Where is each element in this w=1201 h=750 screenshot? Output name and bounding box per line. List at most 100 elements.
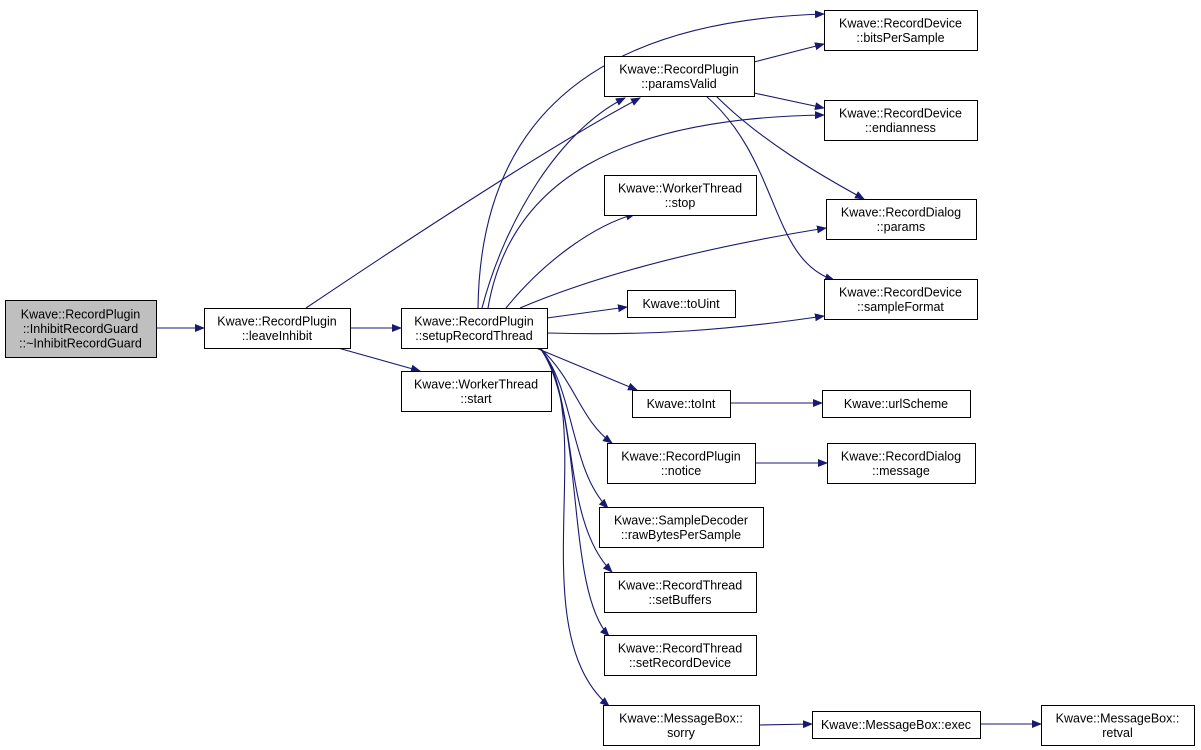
- edge-leaveInhibit-to-wtStart: [337, 347, 421, 373]
- node-label-line: retval: [1102, 726, 1133, 740]
- node-box: [604, 56, 755, 97]
- edge-setupRecord-to-setRecDev: [539, 347, 610, 637]
- node-box: [607, 443, 756, 484]
- node-box: [401, 371, 552, 412]
- node-label-line: Kwave::RecordDevice: [839, 285, 962, 299]
- node-label-line: ::~InhibitRecordGuard: [19, 337, 142, 351]
- edge-setupRecord-to-sorry: [539, 347, 610, 707]
- node-exec[interactable]: Kwave::MessageBox::exec: [812, 711, 981, 739]
- node-label-line: Kwave::RecordThread: [618, 578, 742, 592]
- node-label-line: ::paramsValid: [641, 77, 717, 91]
- edge-setupRecord-to-notice: [539, 347, 613, 444]
- node-box: [604, 572, 757, 613]
- node-rawBytes[interactable]: Kwave::SampleDecoder::rawBytesPerSample: [599, 507, 764, 548]
- node-params[interactable]: Kwave::RecordDialog::params: [826, 199, 977, 240]
- node-box: [603, 705, 760, 746]
- node-wtStop[interactable]: Kwave::WorkerThread::stop: [604, 175, 757, 216]
- edge-setupRecord-to-endianness: [487, 111, 825, 309]
- node-sorry[interactable]: Kwave::MessageBox::sorry: [603, 705, 760, 746]
- node-box: [5, 300, 157, 358]
- node-label-line: Kwave::SampleDecoder: [614, 513, 748, 527]
- edge-setupRecord-to-bitsPerSample: [477, 10, 825, 309]
- node-label-line: Kwave::RecordThread: [618, 641, 742, 655]
- node-notice[interactable]: Kwave::RecordPlugin::notice: [607, 443, 756, 484]
- node-box: [604, 175, 757, 216]
- node-wtStart[interactable]: Kwave::WorkerThread::start: [401, 371, 552, 412]
- edge-sorry-to-exec: [758, 720, 813, 729]
- node-label-line: Kwave::MessageBox::exec: [821, 718, 971, 732]
- node-label-line: ::setupRecordThread: [415, 329, 532, 343]
- node-label-line: ::stop: [665, 196, 696, 210]
- node-label-line: ::endianness: [865, 121, 936, 135]
- node-label-line: Kwave::RecordPlugin: [621, 449, 741, 463]
- node-label-line: Kwave::toUint: [642, 297, 720, 311]
- node-label-line: ::params: [877, 220, 926, 234]
- node-label-line: ::sampleFormat: [857, 300, 944, 314]
- node-box: [824, 10, 978, 51]
- node-box: [604, 635, 757, 676]
- node-label-line: ::leaveInhibit: [242, 329, 313, 343]
- node-label-line: ::start: [460, 392, 492, 406]
- node-root[interactable]: Kwave::RecordPlugin::InhibitRecordGuard:…: [5, 300, 157, 358]
- node-setupRecord[interactable]: Kwave::RecordPlugin::setupRecordThread: [401, 308, 548, 349]
- node-box: [824, 100, 978, 141]
- node-urlScheme[interactable]: Kwave::urlScheme: [822, 390, 971, 418]
- node-box: [204, 308, 351, 349]
- node-label-line: Kwave::RecordPlugin: [619, 62, 739, 76]
- node-label-line: Kwave::MessageBox::: [619, 711, 743, 725]
- node-message[interactable]: Kwave::RecordDialog::message: [827, 443, 976, 484]
- edge-setupRecord-to-sampleFormat: [546, 313, 825, 335]
- node-label-line: Kwave::RecordPlugin: [21, 308, 141, 322]
- edge-setupRecord-to-toInt: [535, 347, 638, 391]
- node-toUint[interactable]: Kwave::toUint: [627, 290, 736, 318]
- node-label-line: Kwave::WorkerThread: [414, 377, 538, 391]
- node-label-line: Kwave::RecordPlugin: [414, 314, 534, 328]
- node-box: [822, 390, 971, 418]
- node-box: [826, 199, 977, 240]
- node-label-line: Kwave::RecordDialog: [841, 449, 961, 463]
- node-box: [827, 443, 976, 484]
- node-bitsPerSample[interactable]: Kwave::RecordDevice::bitsPerSample: [824, 10, 978, 51]
- node-box: [1041, 705, 1195, 746]
- edge-setupRecord-to-toUint: [546, 304, 628, 319]
- node-retval[interactable]: Kwave::MessageBox::retval: [1041, 705, 1195, 746]
- node-label-line: ::bitsPerSample: [856, 31, 944, 45]
- node-label-line: Kwave::RecordPlugin: [217, 314, 337, 328]
- node-box: [632, 390, 731, 418]
- node-box: [627, 290, 736, 318]
- node-label-line: ::setRecordDevice: [629, 656, 731, 670]
- node-box: [812, 711, 981, 739]
- node-endianness[interactable]: Kwave::RecordDevice::endianness: [824, 100, 978, 141]
- node-label-line: ::setBuffers: [649, 593, 712, 607]
- node-label-line: ::notice: [661, 464, 701, 478]
- node-label-line: Kwave::WorkerThread: [618, 181, 742, 195]
- node-label-line: Kwave::urlScheme: [844, 397, 948, 411]
- node-label-line: ::rawBytesPerSample: [621, 528, 741, 542]
- node-label-line: sorry: [667, 726, 696, 740]
- edge-paramsValid-to-sampleFormat: [705, 95, 835, 282]
- edge-leaveInhibit-to-paramsValid: [305, 97, 641, 309]
- nodes-layer: Kwave::RecordPlugin::InhibitRecordGuard:…: [5, 10, 1195, 746]
- node-toInt[interactable]: Kwave::toInt: [632, 390, 731, 418]
- node-box: [599, 507, 764, 548]
- node-paramsValid[interactable]: Kwave::RecordPlugin::paramsValid: [604, 56, 755, 97]
- edge-paramsValid-to-params: [715, 95, 865, 200]
- node-setBuffers[interactable]: Kwave::RecordThread::setBuffers: [604, 572, 757, 613]
- edge-setupRecord-to-params: [519, 225, 827, 309]
- node-setRecDev[interactable]: Kwave::RecordThread::setRecordDevice: [604, 635, 757, 676]
- node-label-line: ::message: [872, 464, 930, 478]
- node-leaveInhibit[interactable]: Kwave::RecordPlugin::leaveInhibit: [204, 308, 351, 349]
- node-label-line: Kwave::MessageBox::: [1056, 711, 1180, 725]
- node-label-line: Kwave::toInt: [647, 397, 716, 411]
- node-sampleFormat[interactable]: Kwave::RecordDevice::sampleFormat: [824, 279, 978, 320]
- edge-paramsValid-to-bitsPerSample: [753, 42, 825, 63]
- edge-paramsValid-to-endianness: [753, 92, 825, 111]
- node-box: [401, 308, 548, 349]
- edge-setupRecord-to-paramsValid: [481, 97, 626, 309]
- edges-layer: [156, 10, 1042, 729]
- node-label-line: Kwave::RecordDevice: [839, 16, 962, 30]
- node-label-line: Kwave::RecordDialog: [841, 205, 961, 219]
- node-box: [824, 279, 978, 320]
- edge-setupRecord-to-wtStop: [505, 212, 636, 309]
